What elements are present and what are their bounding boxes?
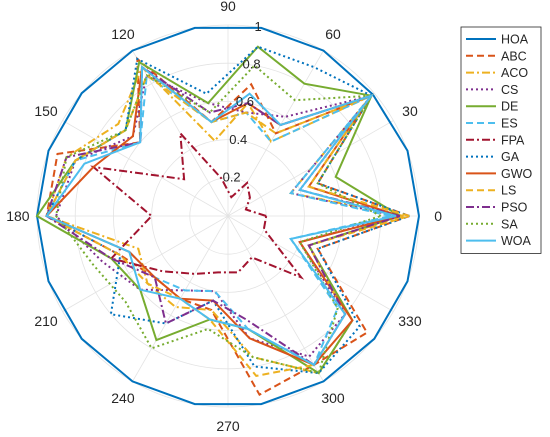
legend-label-de: DE [501, 100, 518, 114]
legend-label-sa: SA [501, 217, 518, 231]
axis-labels: 0 30 60 90 120 150 180 210 240 270 300 330 0.2 0.4 0.6… [6, 0, 442, 434]
ring-0.4 [151, 139, 305, 293]
theta-tick-label: 0 [434, 208, 442, 224]
theta-tick-label: 120 [111, 26, 135, 42]
theta-tick-label: 150 [34, 103, 58, 119]
series-line-fpa [90, 130, 305, 280]
legend-label-fpa: FPA [501, 133, 525, 147]
legend-label-hoa: HOA [501, 33, 529, 47]
theta-tick-label: 90 [220, 0, 236, 14]
theta-tick-label: 30 [402, 103, 418, 119]
legend-label-es: ES [501, 117, 518, 131]
series-line-sa [55, 64, 382, 375]
spoke-330 [227, 215, 394, 312]
theta-tick-label: 300 [321, 390, 345, 406]
theta-tick-label: 180 [6, 208, 30, 224]
legend-box [460, 26, 542, 254]
r-tick-label: 0.2 [223, 169, 241, 184]
theta-tick-label: 330 [398, 313, 422, 329]
theta-tick-label: 210 [34, 313, 58, 329]
spoke-120 [132, 50, 229, 217]
r-tick-label: 1 [255, 19, 262, 34]
spoke-210 [62, 215, 229, 312]
r-tick-label: 0.8 [242, 57, 260, 72]
legend-label-abc: ABC [501, 49, 527, 63]
spoke-300 [227, 215, 324, 382]
theta-tick-label: 240 [111, 390, 135, 406]
legend-label-ga: GA [501, 150, 520, 164]
legend-label-pso: PSO [501, 201, 528, 215]
legend: HOA ABC ACO CS DE ES FPA GA GWO LS PSO SA WOA [460, 26, 542, 254]
r-tick-label: 0.4 [229, 132, 247, 147]
legend-label-ls: LS [501, 184, 516, 198]
legend-label-woa: WOA [501, 234, 532, 248]
series-layer [35, 26, 420, 406]
series-line-de [35, 45, 401, 375]
series-line-woa [45, 65, 397, 367]
theta-tick-label: 60 [325, 26, 341, 42]
legend-label-aco: ACO [501, 66, 528, 80]
r-tick-label: 0.6 [236, 94, 254, 109]
ring-0.6 [113, 101, 343, 331]
theta-tick-label: 270 [216, 418, 240, 432]
legend-label-gwo: GWO [501, 167, 533, 181]
legend-label-cs: CS [501, 83, 518, 97]
spoke-150 [62, 120, 229, 217]
